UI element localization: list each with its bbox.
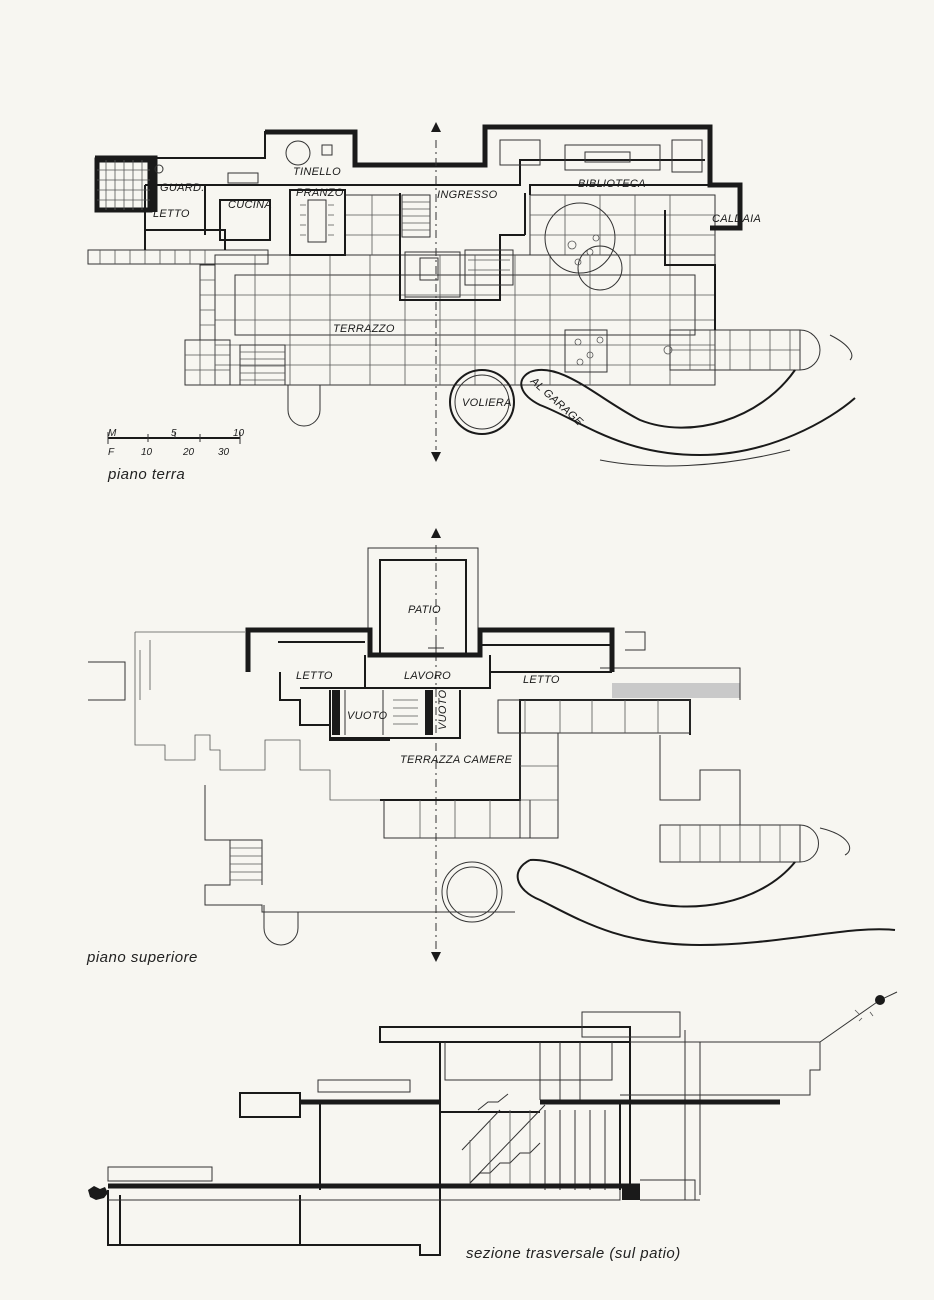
room-label-terrazzo: TERRAZZO [333,323,395,335]
section-stair [461,1093,606,1190]
ground-floor-caption: piano terra [107,466,185,483]
scale-m-tick-5: 5 [171,428,177,439]
upper-floor-plan: PATIO LETTO LAVORO LETTO VUOTO VUOTO TER… [86,528,896,966]
service-grid-hatch [97,160,164,210]
section-caption: sezione trasversale (sul patio) [466,1245,681,1262]
room-label-caldaia: CALDAIA [712,213,761,225]
ground-section-cut-line [431,122,441,462]
upper-floor-caption: piano superiore [86,949,198,966]
terrazza-camere-grid [380,699,851,863]
room-label-vuoto-left: VUOTO [347,710,388,722]
room-label-cucina: CUCINA [228,199,272,211]
room-label-lavoro: LAVORO [404,670,451,682]
scale-bar: M F 5 10 10 20 30 [107,428,245,458]
upper-floor-walls [245,627,615,741]
upper-site-elements [204,785,896,947]
voliera-and-drive [287,369,856,467]
scale-m-label: M [108,428,117,439]
room-label-letto-right: LETTO [523,674,560,686]
upper-patio [367,528,479,962]
room-label-pranzo: PRANZO [296,187,344,199]
room-label-letto-left: LETTO [296,670,333,682]
room-label-guard: GUARD. [160,182,205,194]
garden-trees [544,202,673,373]
ground-floor-plan: GUARD. LETTO CUCINA TINELLO PRANZO INGRE… [87,122,856,483]
room-label-vuoto-right: VUOTO [437,689,449,730]
room-label-voliera: VOLIERA [462,397,512,409]
ground-floor-walls [94,124,743,330]
room-label-biblioteca: BIBLIOTECA [578,178,646,190]
room-label-ingresso: INGRESSO [437,189,498,201]
scale-m-tick-10: 10 [233,428,245,439]
cross-section: sezione trasversale (sul patio) [88,991,898,1262]
scale-f-tick-20: 20 [182,447,195,458]
room-label-patio: PATIO [408,604,441,616]
scale-f-tick-30: 30 [218,447,230,458]
scale-f-label: F [108,447,115,458]
ground-floor-furniture [227,139,703,298]
scale-f-tick-10: 10 [141,447,153,458]
roof-outline [88,631,741,801]
room-label-terrazza-camere: TERRAZZA CAMERE [400,754,513,766]
room-label-tinello: TINELLO [293,166,341,178]
room-label-letto: LETTO [153,208,190,220]
